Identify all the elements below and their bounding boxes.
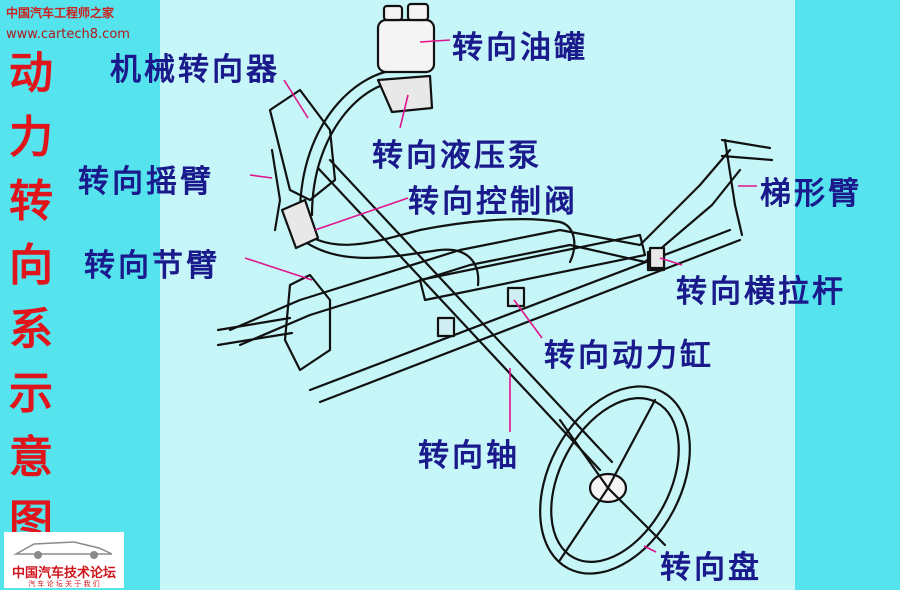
steering-shaft-2 — [328, 158, 614, 464]
oil-tank-cap — [382, 4, 404, 22]
steering-wheel-spokes — [558, 398, 667, 562]
label-pitman-arm: 转向摇臂 — [78, 164, 214, 200]
axle-right-stub — [720, 138, 774, 162]
pitman-arm — [270, 148, 282, 232]
label-trapezoid-arm: 梯形臂 — [760, 176, 862, 212]
pressure-hose — [298, 236, 480, 287]
title-char: 力 — [9, 112, 53, 163]
cylinder-clamp-b — [506, 286, 526, 308]
title-char: 动 — [9, 48, 53, 99]
steering-wheel-rim-inner — [550, 397, 680, 563]
label-power-cylinder: 转向动力缸 — [544, 338, 714, 374]
logo-subtext: 汽 车 论 坛 关 于 我 们 — [28, 580, 100, 588]
title-char: 意 — [9, 432, 53, 483]
cylinder-clamp-a — [436, 316, 456, 338]
label-knuckle-arm: 转向节臂 — [84, 248, 220, 284]
watermark-site-name: 中国汽车工程师之家 — [6, 6, 115, 20]
left-hub — [283, 273, 332, 372]
return-hose — [293, 218, 576, 264]
label-steering-wheel: 转向盘 — [660, 550, 762, 586]
forum-logo: 中国汽车技术论坛 汽 车 论 坛 关 于 我 们 — [4, 532, 124, 588]
title-char: 向 — [9, 240, 53, 291]
title-char: 系 — [9, 304, 53, 355]
watermark-url: www.cartech8.com — [6, 27, 130, 42]
pump-body — [376, 74, 434, 114]
oil-tank-cap-2 — [406, 2, 430, 22]
title-char: 转 — [9, 176, 53, 227]
axle-left-stub — [216, 316, 294, 347]
right-panel — [795, 0, 900, 590]
label-control-valve: 转向控制阀 — [408, 184, 578, 220]
steering-wheel-rim — [539, 385, 691, 575]
trapezoid-arm — [723, 138, 744, 237]
front-axle-lower — [238, 168, 742, 347]
steering-gear-box — [268, 88, 337, 202]
label-pump: 转向液压泵 — [372, 138, 542, 174]
front-axle — [228, 148, 732, 332]
center-panel — [160, 0, 795, 590]
label-oil-tank: 转向油罐 — [452, 30, 588, 66]
left-panel — [0, 0, 160, 590]
tie-rod-joint — [648, 246, 666, 270]
label-tie-rod: 转向横拉杆 — [676, 274, 846, 310]
car-silhouette-icon — [13, 541, 113, 559]
power-cylinder — [418, 233, 647, 302]
control-valve — [280, 198, 320, 250]
steering-shaft — [316, 166, 602, 472]
vertical-title: 动 力 转 向 系 示 意 图 — [0, 42, 62, 542]
label-steering-shaft: 转向轴 — [418, 438, 520, 474]
logo-text: 中国汽车技术论坛 — [11, 566, 116, 581]
oil-tank — [376, 18, 436, 74]
label-steering-gear: 机械转向器 — [110, 52, 280, 88]
title-char: 示 — [9, 368, 53, 419]
